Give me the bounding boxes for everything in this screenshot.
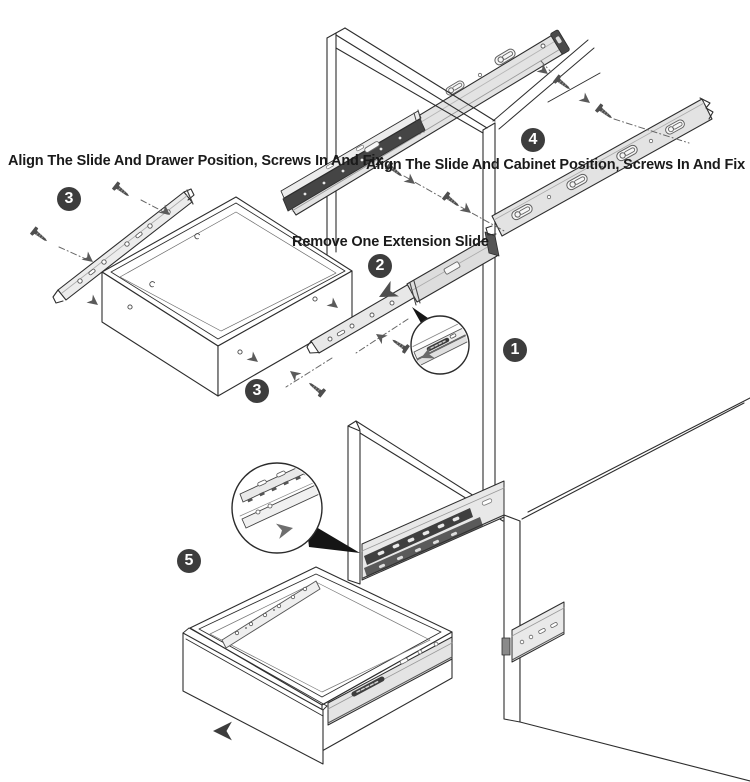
cabinet-rail-right (485, 97, 714, 237)
step-badge-5: 5 (177, 549, 201, 573)
pilot-hole-mark (194, 233, 201, 240)
direction-arrow-icon (403, 173, 419, 189)
callout-pointer-icon (306, 521, 360, 553)
drawer-box (101, 196, 353, 397)
screw-icon (305, 378, 327, 399)
direction-arrow-icon (459, 202, 475, 218)
instruction-remove-extension: Remove One Extension Slide (292, 234, 489, 250)
alignment-detail-callout (231, 462, 360, 554)
cabinet-frame (335, 27, 601, 519)
lower-drawer (182, 566, 453, 765)
extension-slide (306, 231, 500, 355)
lower-cabinet-slide (361, 480, 505, 581)
right-panel-rail-piece (501, 601, 565, 663)
direction-arrow-icon (373, 329, 388, 345)
screw-icon (441, 190, 463, 211)
screw-icon (29, 225, 51, 246)
screw-icon (594, 102, 616, 123)
cabinet-slide-upper (280, 29, 570, 216)
insert-direction-arrow-icon (213, 721, 232, 741)
step-badge-2: 2 (368, 254, 392, 278)
step3-screws (29, 180, 174, 310)
step-badge-1: 1 (503, 338, 527, 362)
direction-arrow-icon (86, 294, 102, 310)
instruction-align-drawer: Align The Slide And Drawer Position, Scr… (8, 153, 384, 169)
latch-detail-callout (410, 307, 470, 375)
drawer-rail (52, 188, 195, 304)
screw-icon (111, 180, 133, 201)
instruction-align-cabinet: Align The Slide And Cabinet Position, Sc… (366, 157, 745, 173)
screw-icon (389, 335, 411, 355)
step4-screws (384, 60, 690, 233)
lower-cabinet (347, 397, 750, 782)
step3-bottom-screw (285, 357, 333, 399)
cabinet-frame-left-post (326, 27, 346, 261)
lower-drawer-left-rail (221, 580, 321, 649)
direction-arrow-icon (578, 92, 594, 108)
pilot-hole-mark (149, 281, 156, 288)
step-badge-3-bottom: 3 (245, 379, 269, 403)
step-badge-3-left: 3 (57, 187, 81, 211)
lower-drawer-right-slide (327, 636, 453, 726)
direction-arrow-icon (286, 366, 302, 382)
step-badge-4: 4 (521, 128, 545, 152)
